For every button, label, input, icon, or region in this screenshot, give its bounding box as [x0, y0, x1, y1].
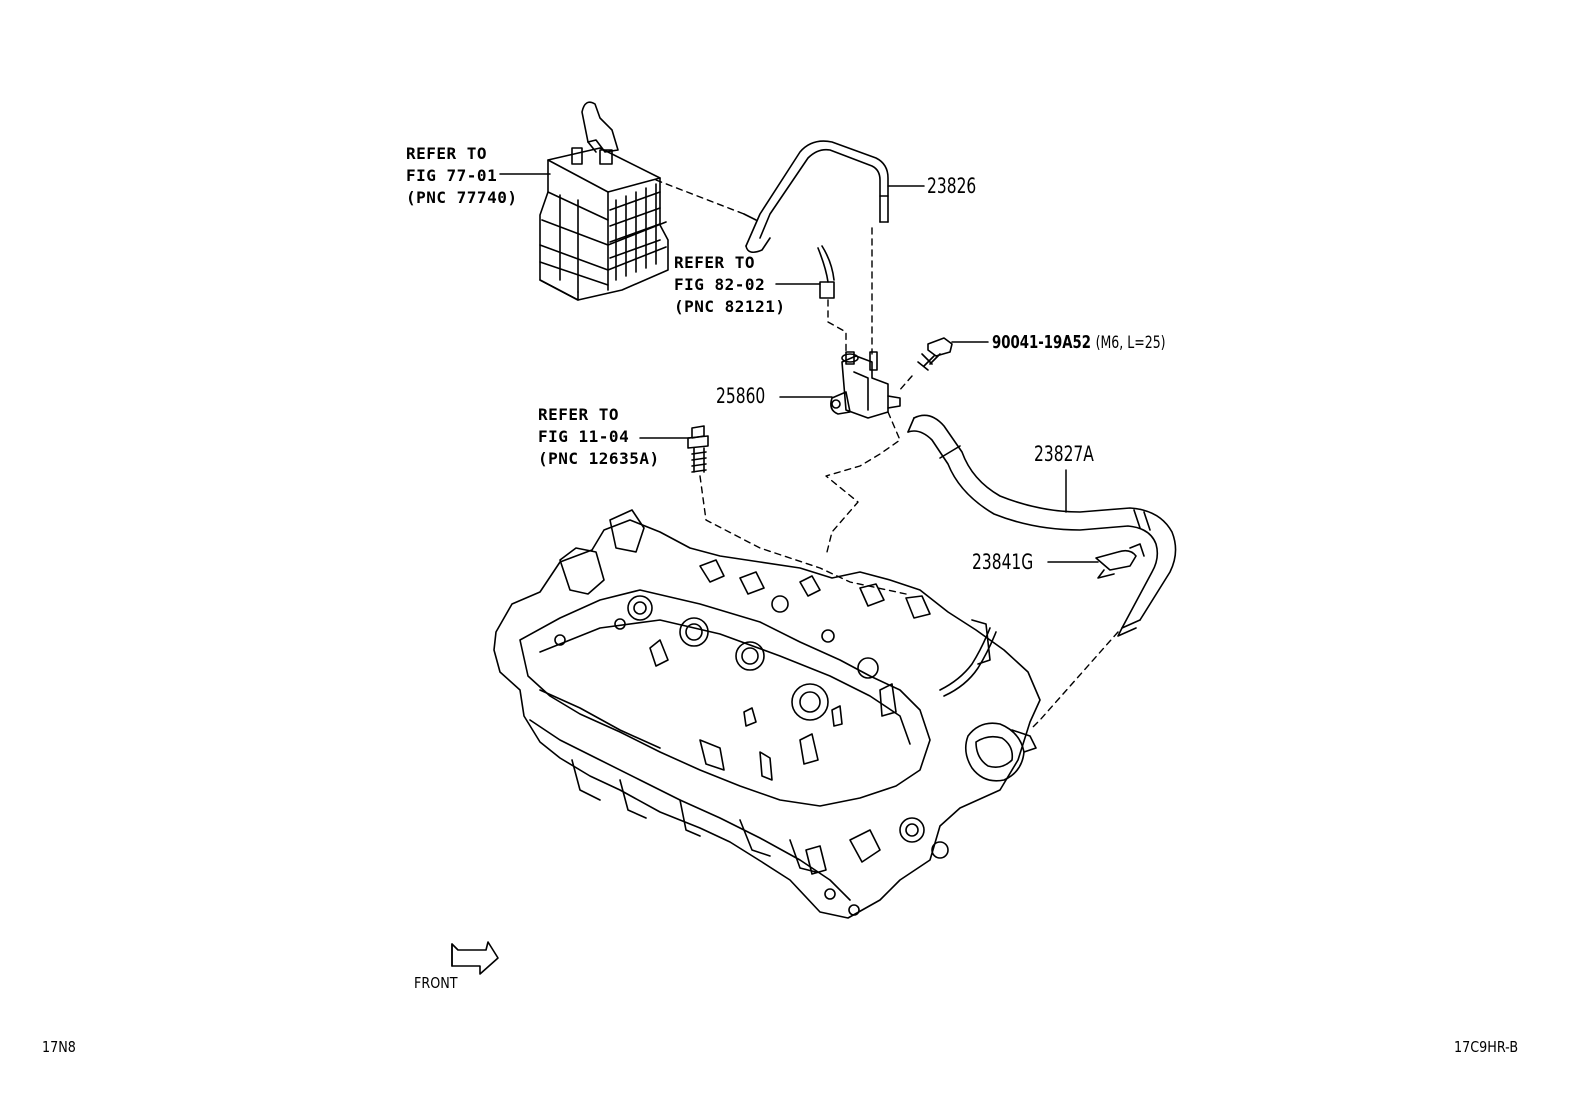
stud-ref-line2: FIG 11-04 [538, 427, 630, 446]
canister-ref-line2: FIG 77-01 [406, 166, 498, 185]
label-leaders [499, 173, 1099, 563]
hose-23826-drawing [743, 140, 889, 254]
bolt-drawing [917, 337, 953, 371]
hose-23827a-drawing [907, 414, 1177, 637]
dashed-leader-lines [655, 179, 1119, 731]
part-number-23826[interactable]: 23826 [927, 174, 977, 198]
sensor-ref-line2: FIG 82-02 [674, 275, 766, 294]
engine-head-drawing [493, 509, 1041, 919]
canister-reference-label: REFER TO FIG 77-01 (PNC 77740) [406, 143, 517, 209]
part-number-25860[interactable]: 25860 [716, 384, 766, 408]
charcoal-canister-drawing [539, 101, 669, 301]
canister-ref-line1: REFER TO [406, 144, 488, 163]
clamp-drawing [1095, 543, 1145, 579]
bolt-spec: (M6, L=25) [1095, 333, 1166, 353]
sensor-reference-label: REFER TO FIG 82-02 (PNC 82121) [674, 252, 785, 318]
front-arrow-icon [451, 941, 499, 975]
part-number-90041-19a52[interactable]: 90041-19A52 [992, 332, 1091, 353]
bolt-part-label: 90041-19A52 (M6, L=25) [992, 331, 1166, 355]
stud-ref-line1: REFER TO [538, 405, 620, 424]
sensor-ref-line3: (PNC 82121) [674, 297, 786, 316]
stud-ref-line3: (PNC 12635A) [538, 449, 660, 468]
part-number-23827a[interactable]: 23827A [1034, 442, 1094, 466]
front-label: FRONT [414, 974, 458, 992]
canister-ref-line3: (PNC 77740) [406, 188, 518, 207]
footer-left-code: 17N8 [42, 1038, 76, 1056]
footer-right-code: 17C9HR-B [1454, 1038, 1519, 1056]
sensor-ref-line1: REFER TO [674, 253, 756, 272]
stud-reference-label: REFER TO FIG 11-04 (PNC 12635A) [538, 404, 660, 470]
stud-drawing [687, 425, 709, 473]
part-number-23841g[interactable]: 23841G [972, 550, 1034, 574]
sensor-connector-drawing [817, 245, 835, 299]
vsv-valve-drawing [830, 351, 901, 419]
